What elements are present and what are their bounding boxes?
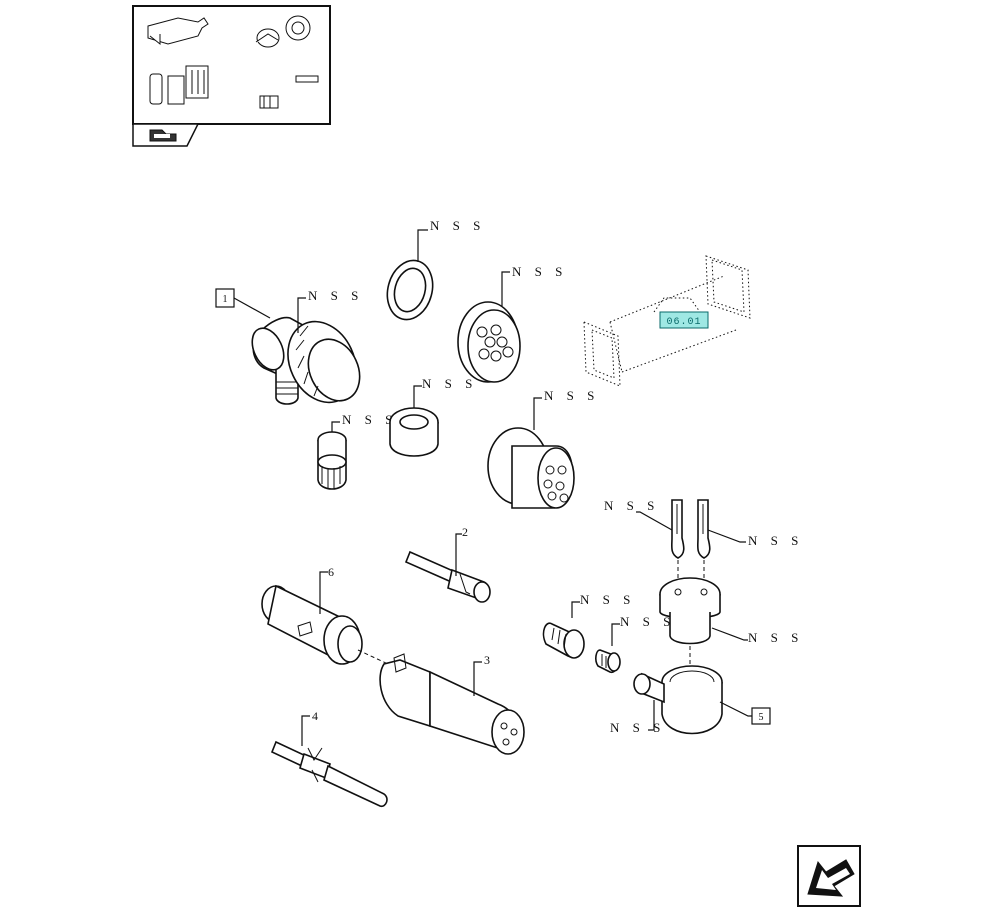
terminal-pins-pair[interactable]: N S S N S S: [604, 498, 803, 590]
nss-label: N S S: [430, 218, 485, 233]
callout-1-label: 1: [223, 294, 228, 305]
nss-label: N S S: [604, 498, 659, 513]
seven-pin-insert-disc[interactable]: N S S: [457, 264, 567, 383]
part-3-plug-body[interactable]: 3: [379, 653, 525, 755]
part-6-sleeve-housing[interactable]: 6: [261, 565, 389, 665]
thumbnail-index-icon: [149, 129, 177, 142]
nss-label: N S S: [610, 720, 665, 735]
cross-reference-assembly[interactable]: 06.01: [583, 255, 751, 387]
part-4-crimp-contact[interactable]: 4: [270, 709, 388, 808]
spacer-ring[interactable]: N S S: [389, 376, 477, 457]
nss-label: N S S: [580, 592, 635, 607]
nss-label: N S S: [512, 264, 567, 279]
part-1-elbow-connector[interactable]: 1 N S S: [215, 288, 369, 414]
callout-6-label: 6: [328, 565, 334, 579]
callout-2-label: 2: [462, 525, 468, 539]
previous-page-button[interactable]: [797, 845, 861, 907]
grommet-seal[interactable]: N S S: [659, 577, 803, 672]
previous-page-arrow-icon: [807, 859, 855, 897]
nss-label: N S S: [308, 288, 363, 303]
callout-3-label: 3: [484, 653, 490, 667]
reference-tag-label: 06.01: [666, 317, 701, 328]
thumbnail-connector-sketches: [147, 15, 319, 109]
o-ring-seal[interactable]: N S S: [381, 218, 485, 325]
nss-label: N S S: [342, 412, 397, 427]
callout-5-label: 5: [759, 712, 764, 723]
nss-label: N S S: [422, 376, 477, 391]
nss-label: N S S: [748, 533, 803, 548]
nss-label: N S S: [620, 614, 675, 629]
part-5-elbow-socket[interactable]: 5 N S S: [610, 665, 771, 735]
seven-pin-receptacle[interactable]: N S S: [487, 388, 599, 509]
reference-tag[interactable]: [659, 311, 709, 329]
nss-label: N S S: [544, 388, 599, 403]
part-2-pin-contact[interactable]: 2: [404, 525, 491, 603]
callout-4-label: 4: [312, 709, 318, 723]
knurled-sleeve[interactable]: N S S: [317, 412, 397, 490]
thumbnail-index-panel[interactable]: [132, 5, 331, 147]
nss-label: N S S: [748, 630, 803, 645]
bushing[interactable]: N S S: [595, 614, 676, 674]
lock-nut[interactable]: N S S: [542, 592, 636, 659]
